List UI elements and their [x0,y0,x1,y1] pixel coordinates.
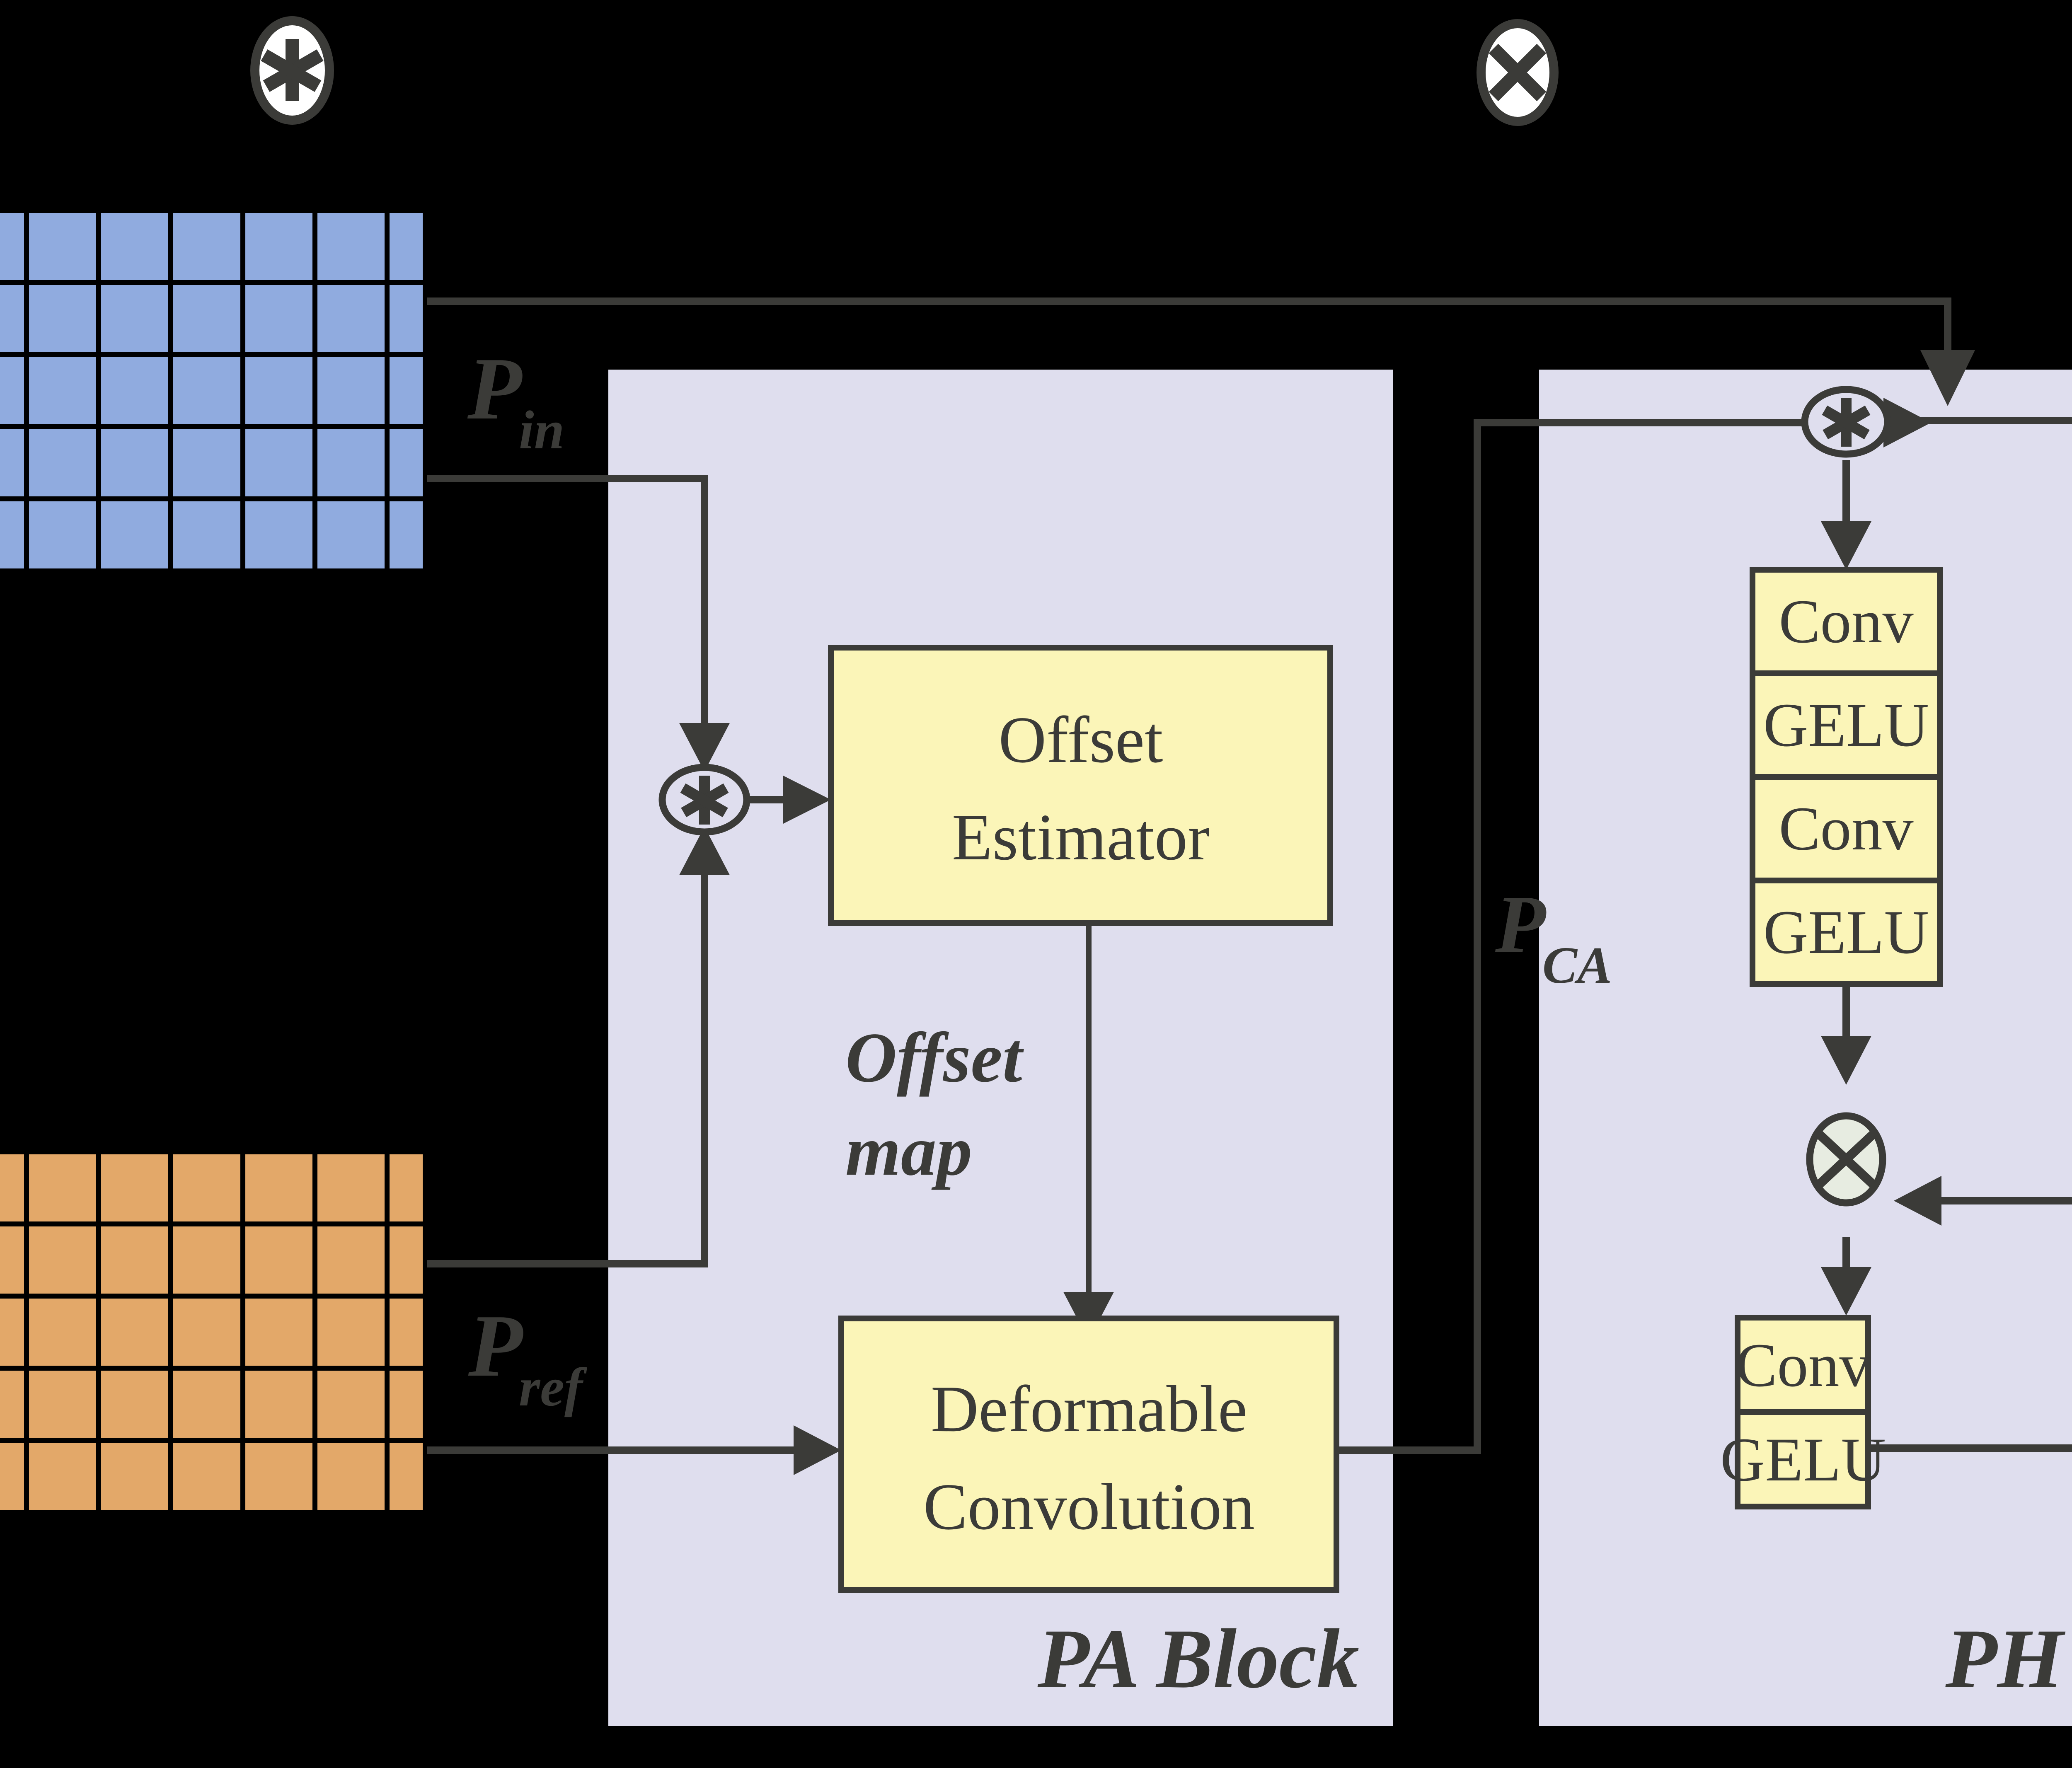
input-feature-map-blue [0,208,428,573]
ph-concat-operator[interactable] [1801,386,1891,458]
offset-estimator-box[interactable] [828,645,1333,926]
offset-estimator-label-line1: Offset [999,703,1163,776]
ph-block-label: PH Block [1945,1612,2072,1706]
gelu-1-label: GELU [1763,691,1929,759]
arrowhead-pin-to-ph-concat [1920,350,1975,406]
arrowhead-pin-to-pa-concat [679,723,730,772]
wire-ph-skip-to-multiply [1892,417,2072,1204]
wire-deform-to-ph-concat [1336,419,1898,1454]
offset-map-label-line1: Offset [845,1018,1024,1097]
label-p-in: P in [467,339,564,460]
arrowhead-pref-to-deformable-conv [794,1425,841,1475]
pa-block-label: PA Block [1037,1612,1359,1706]
conv-3-box[interactable] [1735,1315,1871,1415]
ph-conv-stack-top: Conv GELU Conv GELU [1750,567,1943,987]
gelu-3-box[interactable] [1735,1409,1871,1509]
conv-2-label: Conv [1779,794,1913,863]
p-in-subscript: in [519,399,564,460]
arrowhead-multiply-to-conv3 [1821,1267,1871,1316]
p-ca-subscript: CA [1542,937,1612,994]
gelu-2-label: GELU [1763,898,1929,967]
p-in-base: P [467,339,523,438]
p-ref-subscript: ref [519,1357,587,1417]
p-ref-base: P [468,1296,523,1395]
wire-pin-to-ph-concat [427,297,1951,354]
offset-estimator-label-line2: Estimator [952,800,1210,874]
gelu-2-box[interactable] [1750,878,1943,987]
label-p-ref: P ref [468,1296,587,1417]
arrowhead-conv-stack-to-multiply [1821,1036,1871,1085]
pa-concat-operator[interactable] [658,764,750,836]
p-ca-base: P [1495,879,1547,970]
conv-2-box[interactable] [1750,774,1943,883]
arrowhead-ph-concat-to-conv-stack [1821,521,1871,570]
gelu-3-label: GELU [1720,1425,1886,1494]
legend-multiply-icon [1477,19,1559,126]
conv-1-label: Conv [1779,587,1913,656]
gelu-1-box[interactable] [1750,670,1943,780]
label-p-ca: P CA [1495,879,1612,994]
arrowhead-ph-skip-to-multiply [1894,1176,1941,1226]
legend-concat-icon [250,16,334,125]
conv-3-label: Conv [1736,1331,1870,1400]
arrowhead-pref-to-pa-concat [679,827,730,875]
input-feature-map-orange [0,1149,428,1515]
ph-conv-stack-bottom: Conv GELU [1720,1315,1886,1509]
wire-pin-to-pa-concat [427,475,708,727]
deformable-convolution-label-line2: Convolution [923,1470,1255,1543]
deformable-convolution-box[interactable] [838,1316,1339,1593]
arrowhead-to-offset-estimator [783,776,831,824]
wire-pref-to-pa-concat [427,870,708,1267]
offset-map-label-line2: map [845,1112,972,1190]
deformable-convolution-label-line1: Deformable [931,1372,1247,1446]
ph-multiply-operator[interactable] [1806,1112,1886,1207]
